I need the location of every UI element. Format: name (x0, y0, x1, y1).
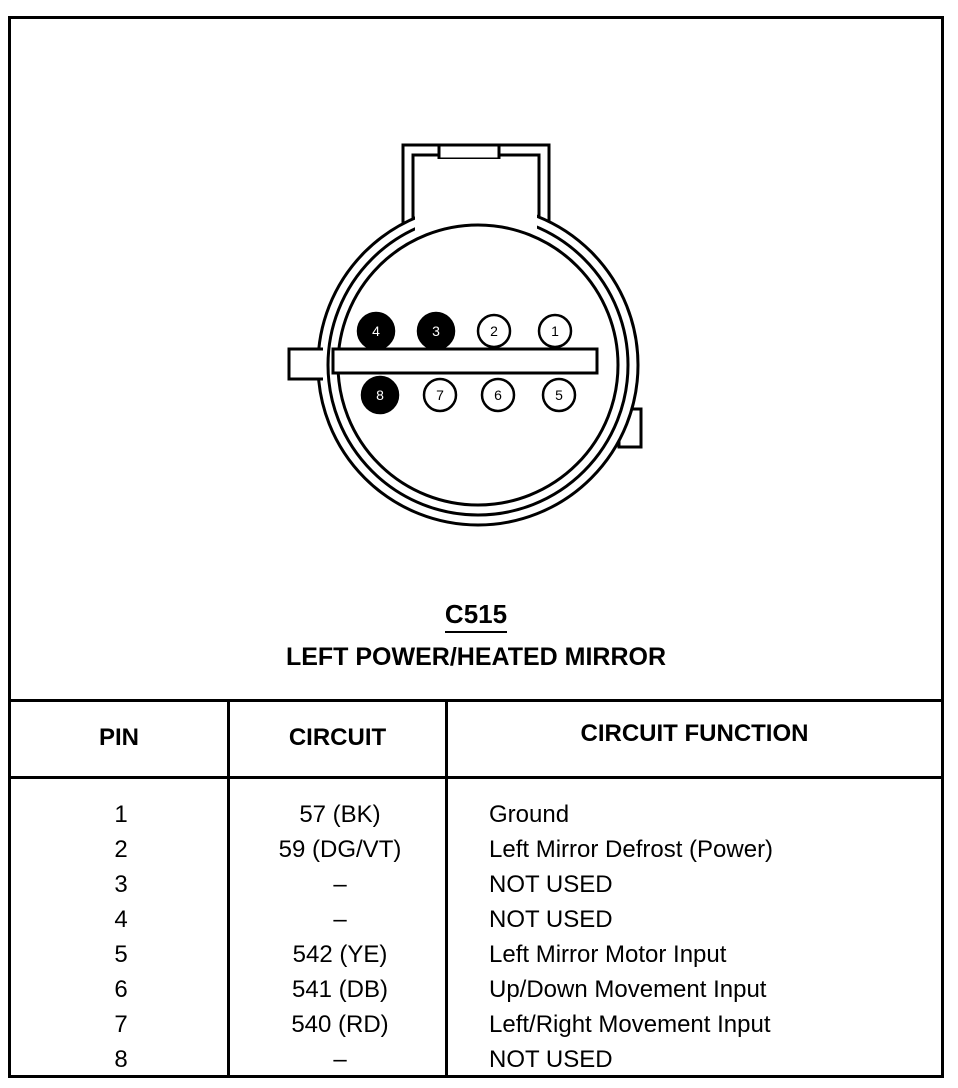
column-divider (445, 702, 448, 1076)
pin-circle (480, 377, 516, 413)
pin-number-label: 4 (372, 323, 380, 339)
row-pin: 4 (114, 906, 128, 933)
connector-left-key (287, 347, 323, 381)
row-circuit: 541 (DB) (291, 976, 389, 1003)
header-divider (11, 776, 941, 779)
connector-divider (331, 347, 599, 375)
row-function: NOT USED (489, 1046, 613, 1073)
pin-number-label: 3 (432, 323, 440, 339)
row-pin: 3 (114, 871, 128, 898)
row-function: Left Mirror Motor Input (489, 941, 727, 968)
pinout-table: PIN CIRCUIT CIRCUIT FUNCTION 1 57 (BK) Gro… (11, 699, 941, 1078)
row-circuit: – (333, 1046, 347, 1073)
row-function: Left Mirror Defrost (Power) (489, 836, 774, 863)
row-circuit: 59 (DG/VT) (278, 836, 402, 863)
pin-circle (416, 311, 456, 351)
row-pin: 5 (114, 941, 128, 968)
pin-8: 8 (360, 375, 400, 415)
pin-circle (537, 313, 573, 349)
pin-number-label: 1 (551, 323, 559, 339)
header-circuit: CIRCUIT (288, 724, 387, 751)
pin-number-label: 5 (555, 387, 563, 403)
pin-number-label: 6 (494, 387, 502, 403)
pin-1: 1 (537, 313, 573, 349)
row-function: Left/Right Movement Input (489, 1011, 771, 1038)
row-function: NOT USED (489, 906, 613, 933)
pin-2: 2 (476, 313, 512, 349)
pin-circle (476, 313, 512, 349)
row-function: Up/Down Movement Input (489, 976, 767, 1003)
pin-number-label: 7 (436, 387, 444, 403)
pin-5: 5 (541, 377, 577, 413)
connector-id: C515 (11, 599, 941, 633)
row-pin: 7 (114, 1011, 128, 1038)
row-function: NOT USED (489, 871, 613, 898)
column-divider (227, 702, 230, 1076)
diagram-frame: 4 3 2 1 8 7 6 5 C515 LEFT POWER/HEATED MIRROR P… (8, 16, 944, 1078)
row-circuit: – (333, 906, 347, 933)
pin-circle (360, 375, 400, 415)
pin-number-label: 2 (490, 323, 498, 339)
pin-7: 7 (422, 377, 458, 413)
row-pin: 1 (114, 801, 128, 828)
row-circuit: 540 (RD) (291, 1011, 389, 1038)
row-function: Ground (489, 801, 570, 828)
pin-number-label: 8 (376, 387, 384, 403)
pin-6: 6 (480, 377, 516, 413)
row-pin: 6 (114, 976, 128, 1003)
header-function: CIRCUIT FUNCTION (580, 720, 809, 747)
header-pin: PIN (98, 724, 139, 751)
row-pin: 8 (114, 1046, 128, 1073)
row-circuit: – (333, 871, 347, 898)
connector-diagram: 4 3 2 1 8 7 6 5 (287, 143, 643, 527)
pin-circle (541, 377, 577, 413)
pin-circle (356, 311, 396, 351)
row-circuit: 57 (BK) (299, 801, 381, 828)
row-circuit: 542 (YE) (292, 941, 388, 968)
connector-id-text: C515 (444, 599, 508, 633)
row-pin: 2 (114, 836, 128, 863)
pin-3: 3 (416, 311, 456, 351)
component-title: LEFT POWER/HEATED MIRROR (285, 643, 667, 671)
pin-4: 4 (356, 311, 396, 351)
pin-circle (422, 377, 458, 413)
